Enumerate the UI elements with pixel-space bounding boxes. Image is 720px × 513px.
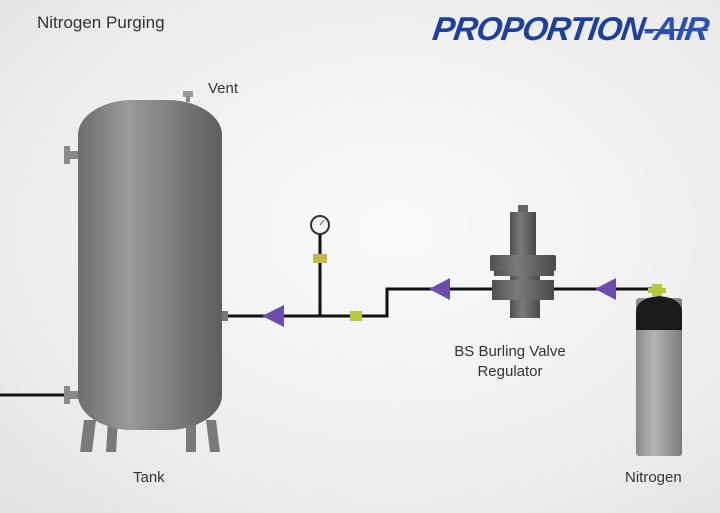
regulator-label: BS Burling Valve Regulator xyxy=(440,342,580,382)
nitrogen-label: Nitrogen xyxy=(625,469,682,486)
flow-arrow xyxy=(262,305,284,327)
regulator xyxy=(490,205,556,318)
regulator-label-line2: Regulator xyxy=(477,363,543,380)
regulator-label-line1: BS Burling Valve xyxy=(454,343,566,360)
pressure-gauge xyxy=(310,215,362,321)
logo-suffix: -AIR xyxy=(641,10,711,47)
vent-label: Vent xyxy=(208,80,239,97)
flow-arrow xyxy=(429,278,450,300)
flow-arrows xyxy=(262,278,616,327)
proportion-air-logo: PROPORTION-AIR xyxy=(430,10,710,48)
logo-main: PROPORTION xyxy=(430,10,647,47)
tank xyxy=(64,91,228,452)
tank-label: Tank xyxy=(133,469,165,486)
nitrogen-cylinder xyxy=(636,284,682,456)
diagram-title: Nitrogen Purging xyxy=(37,13,165,32)
flow-arrow xyxy=(595,278,616,300)
